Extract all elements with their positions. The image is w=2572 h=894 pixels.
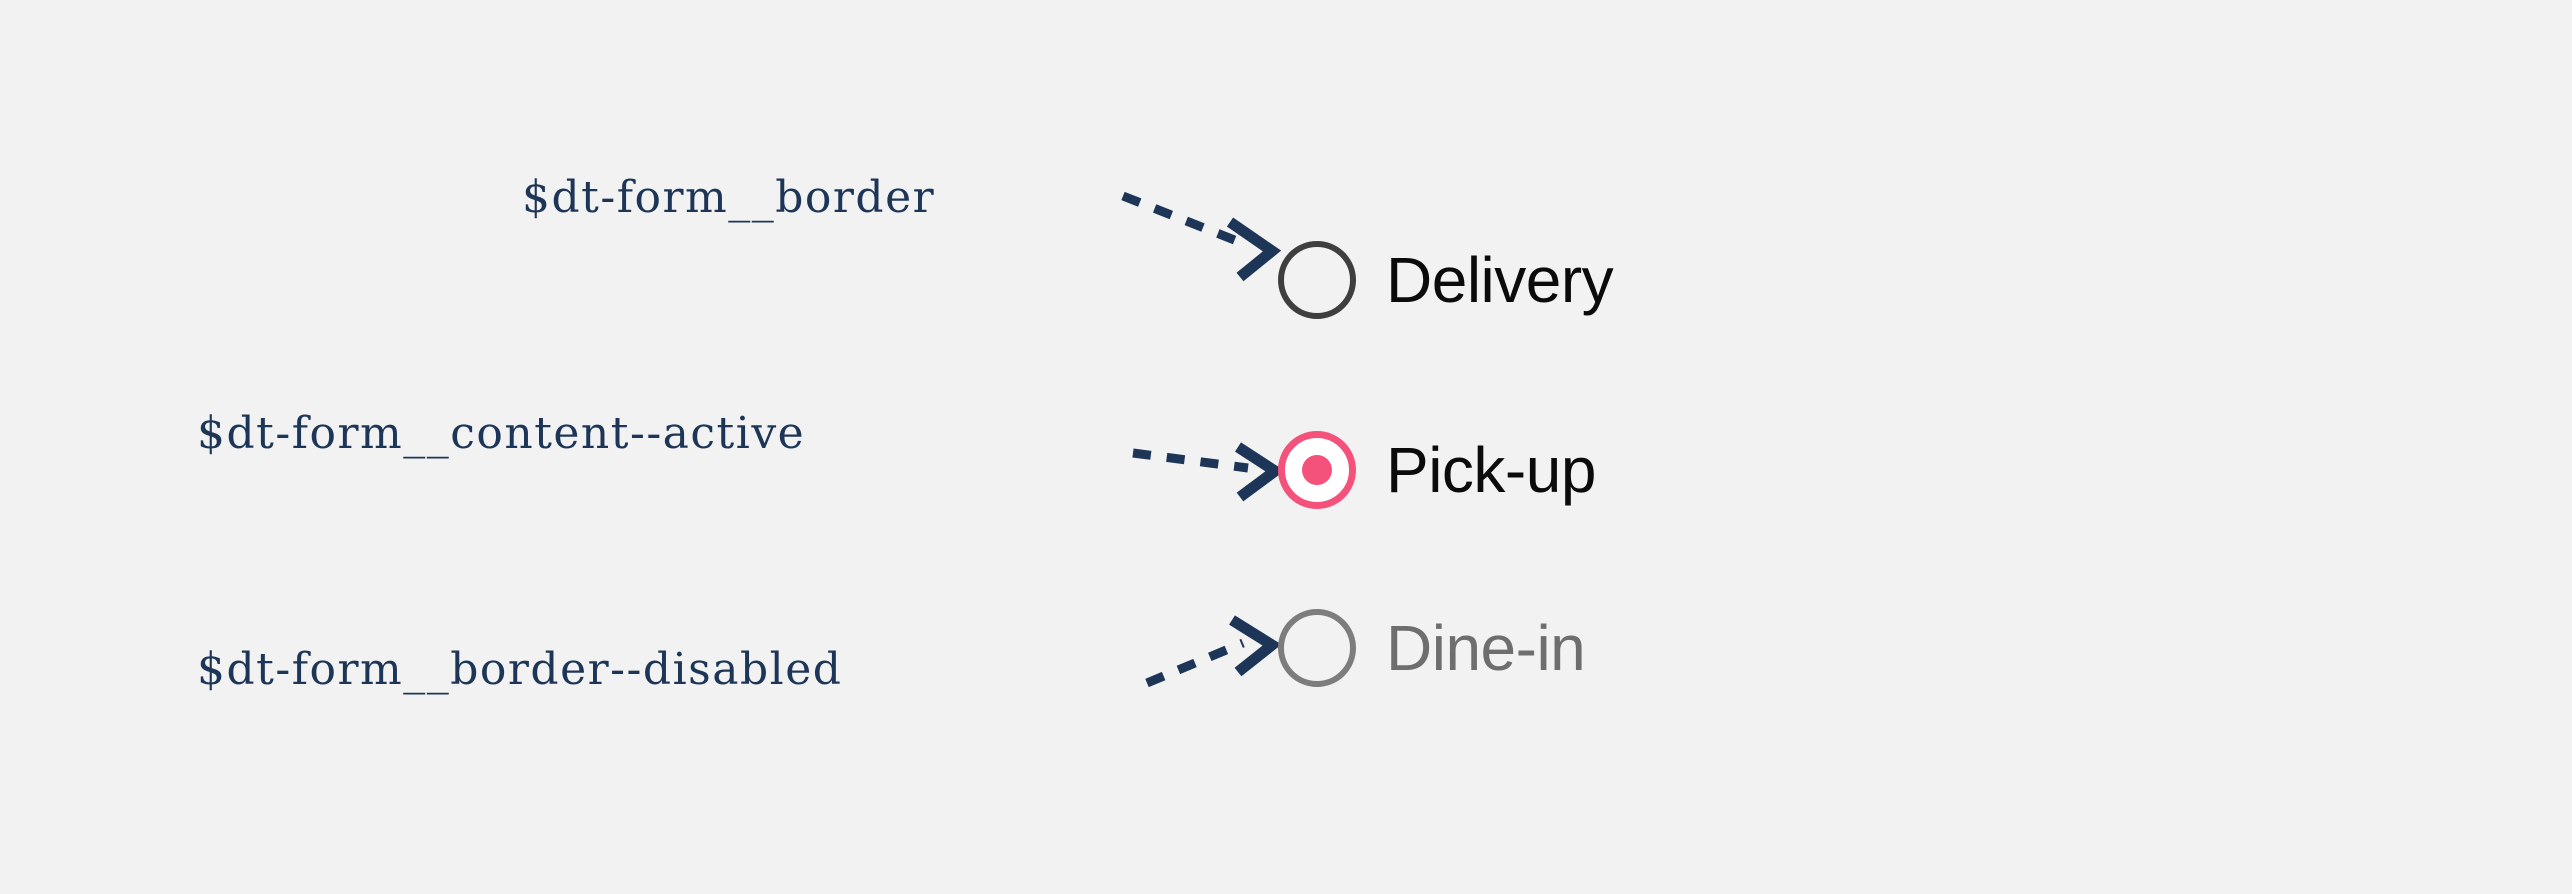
radio-icon-delivery[interactable]	[1278, 241, 1356, 319]
connector-arrow-border	[1121, 191, 1282, 282]
radio-label-dinein: Dine-in	[1386, 612, 1586, 684]
radio-label-delivery: Delivery	[1386, 244, 1614, 316]
token-label-content-active: $dt-form__content--active	[197, 408, 806, 459]
radio-icon-pickup[interactable]	[1278, 431, 1356, 509]
token-label-border: $dt-form__border	[522, 172, 936, 223]
radio-selected-dot-icon	[1302, 455, 1332, 485]
token-label-border-disabled: $dt-form__border--disabled	[197, 644, 843, 695]
radio-label-pickup: Pick-up	[1386, 434, 1596, 506]
radio-option-dinein: Dine-in	[1278, 609, 1586, 687]
connector-arrow-border-disabled	[1145, 615, 1282, 688]
radio-option-delivery[interactable]: Delivery	[1278, 241, 1614, 319]
radio-icon-dinein	[1278, 609, 1356, 687]
connector-arrow-content-active	[1132, 442, 1285, 502]
radio-option-pickup[interactable]: Pick-up	[1278, 431, 1596, 509]
